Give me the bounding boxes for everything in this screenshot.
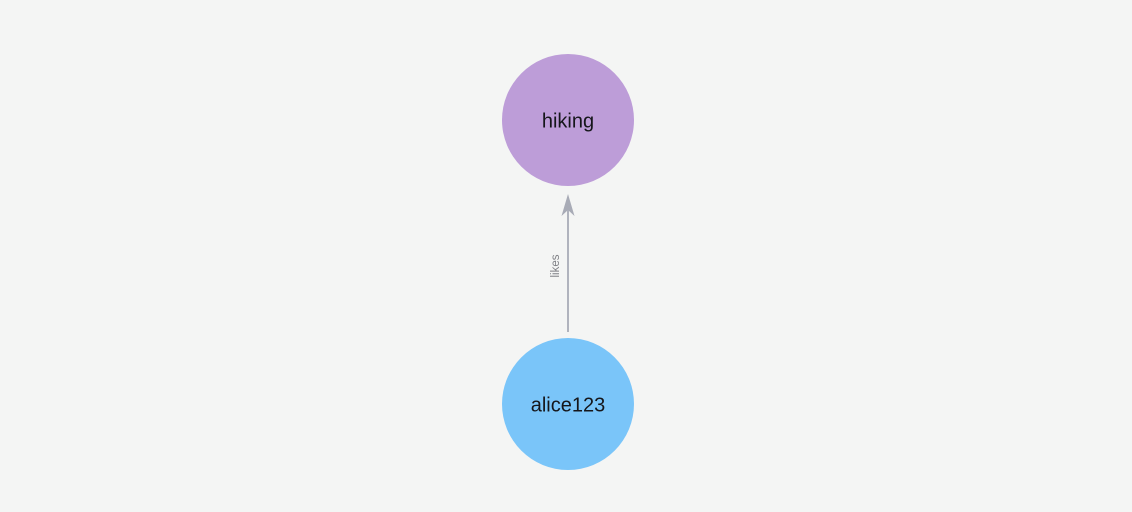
edge-arrowhead-icon [561, 194, 575, 216]
node-label-hiking: hiking [542, 110, 594, 132]
graph-node-hiking[interactable]: hiking [502, 54, 634, 186]
graph-edge-alice123-likes-hiking[interactable]: likes [550, 194, 575, 332]
edge-label-likes: likes [550, 254, 562, 277]
node-label-alice123: alice123 [531, 394, 606, 416]
graph-node-alice123[interactable]: alice123 [502, 338, 634, 470]
node-circle-alice123 [502, 338, 634, 470]
node-circle-hiking [502, 54, 634, 186]
